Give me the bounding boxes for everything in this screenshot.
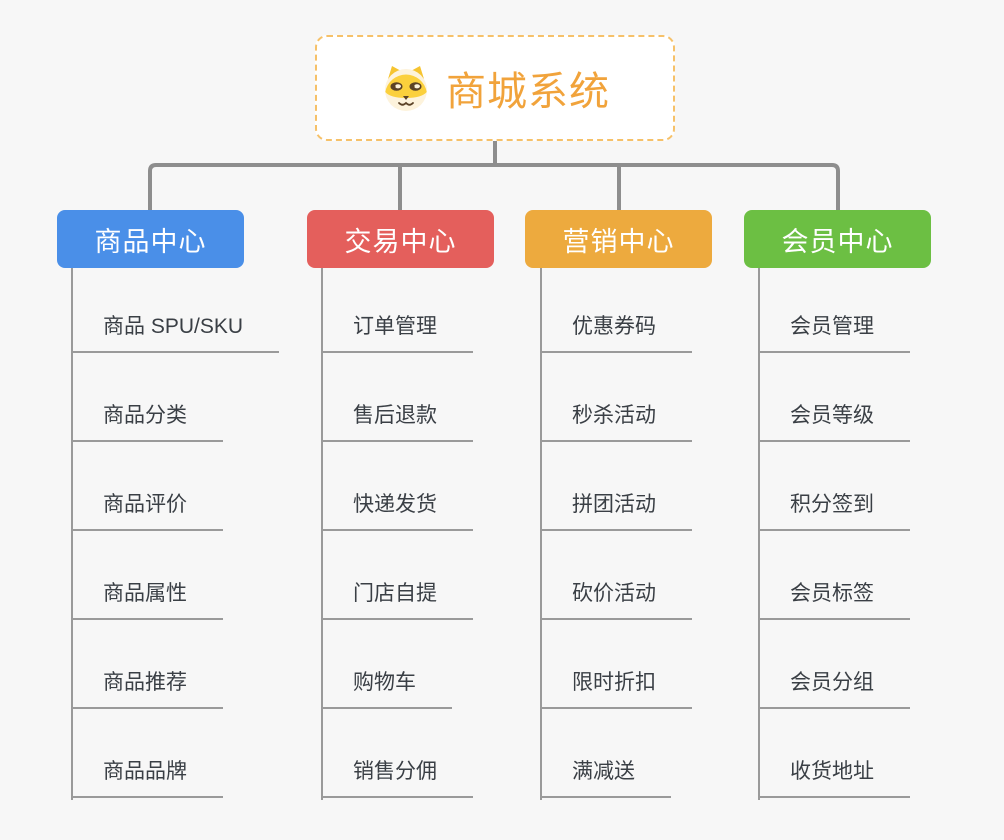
child-node[interactable]: 销售分佣: [323, 758, 473, 798]
root-title: 商城系统: [446, 70, 610, 114]
branch-children-line-3: 优惠券码秒杀活动拼团活动砍价活动限时折扣满减送: [540, 268, 692, 800]
child-node[interactable]: 砍价活动: [542, 580, 692, 620]
root-node[interactable]: 商城系统: [315, 35, 675, 141]
child-node[interactable]: 会员分组: [760, 669, 910, 709]
child-node[interactable]: 商品分类: [73, 402, 223, 442]
child-node[interactable]: 商品 SPU/SKU: [73, 313, 280, 353]
branch-node-1[interactable]: 商品中心: [57, 210, 244, 268]
child-node[interactable]: 会员管理: [760, 313, 910, 353]
child-node[interactable]: 商品评价: [73, 491, 223, 531]
child-node[interactable]: 拼团活动: [542, 491, 692, 531]
child-node[interactable]: 会员标签: [760, 580, 910, 620]
child-node[interactable]: 积分签到: [760, 491, 910, 531]
branch-label: 营销中心: [562, 226, 675, 257]
child-node[interactable]: 快递发货: [323, 491, 473, 531]
child-node[interactable]: 秒杀活动: [542, 402, 692, 442]
connector-bus: [148, 163, 840, 212]
branch-label: 会员中心: [781, 226, 894, 257]
child-node[interactable]: 商品推荐: [73, 669, 223, 709]
child-node[interactable]: 限时折扣: [542, 669, 692, 709]
child-node[interactable]: 商品品牌: [73, 758, 223, 798]
child-node[interactable]: 满减送: [542, 758, 671, 798]
branch-label: 商品中心: [94, 226, 207, 257]
branch-node-4[interactable]: 会员中心: [744, 210, 931, 268]
doge-icon: [380, 64, 432, 112]
child-node[interactable]: 售后退款: [323, 402, 473, 442]
branch-label: 交易中心: [344, 226, 457, 257]
child-node[interactable]: 商品属性: [73, 580, 223, 620]
child-node[interactable]: 订单管理: [323, 313, 473, 353]
branch-children-line-4: 会员管理会员等级积分签到会员标签会员分组收货地址: [758, 268, 910, 800]
branch-node-3[interactable]: 营销中心: [525, 210, 712, 268]
child-node[interactable]: 会员等级: [760, 402, 910, 442]
branch-children-line-1: 商品 SPU/SKU 商品分类商品评价商品属性商品推荐商品品牌: [71, 268, 280, 800]
branch-children-line-2: 订单管理售后退款快递发货门店自提购物车销售分佣: [321, 268, 473, 800]
child-node[interactable]: 购物车: [323, 669, 452, 709]
child-node[interactable]: 优惠券码: [542, 313, 692, 353]
branch-node-2[interactable]: 交易中心: [307, 210, 494, 268]
child-node[interactable]: 收货地址: [760, 758, 910, 798]
child-node[interactable]: 门店自提: [323, 580, 473, 620]
